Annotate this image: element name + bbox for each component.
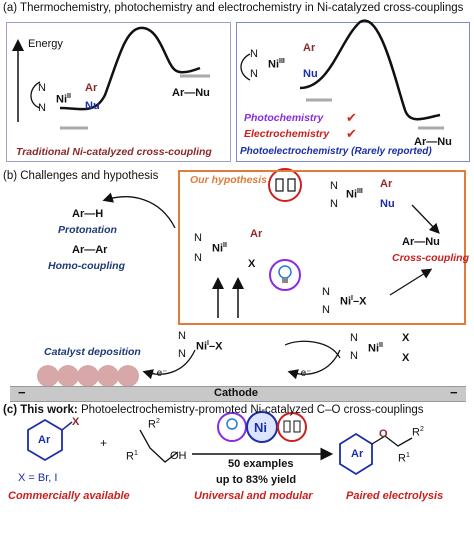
cathode-minus-right: − [450,385,458,400]
energy-curve-photo [299,19,441,121]
ni2-n2: N [350,350,358,362]
n-label-left-2: N [38,102,46,114]
r1-product: R1 [398,452,410,465]
center-ar: Ar [250,228,263,240]
bottom-ni2-x2: X [402,352,410,364]
caption-traditional: Traditional Ni-catalyzed cross-coupling [16,146,212,158]
bottom-ni2: NiII [368,342,383,355]
ni-badge-label: Ni [254,420,267,435]
section-b-title: (b) Challenges and hypothesis [3,170,159,182]
ligand-left [30,81,41,109]
oh-label: OH [170,450,187,462]
product-left: Ar—Nu [172,87,210,99]
ni2-n1: N [350,332,358,344]
photo-badge [269,259,301,291]
alcohol-skeleton [139,429,179,463]
center-n1: N [194,232,202,244]
n-label-left: N [38,82,46,94]
catalyst-deposition-label: Catalyst deposition [44,346,141,358]
lower-n1: N [322,286,330,298]
ni1-n2: N [178,348,186,360]
lower-n2: N [322,304,330,316]
ni-label-left: NiII [56,93,71,106]
x-definition: X = Br, I [18,472,58,484]
check-icon-photo: ✔ [346,110,357,125]
nu-right: Nu [303,68,318,80]
arrow-electron-2 [287,349,341,380]
yield-label: up to 83% yield [216,474,297,486]
check-icon-electro: ✔ [346,126,357,141]
r2-alcohol: R2 [148,418,160,431]
upper-ar: Ar [380,178,393,190]
universal-label: Universal and modular [194,490,313,502]
nu-left: Nu [85,100,100,112]
electron-label-1: + e⁻ [148,368,168,379]
section-c-title: (c) This work: Photoelectrochemistry-pro… [3,404,424,416]
electro-badge-c [277,412,307,442]
ar-right: Ar [303,42,316,54]
center-x: X [248,258,256,270]
electro-badge [268,168,302,202]
cross-coupling-label: Cross-coupling [392,252,470,264]
ni-label-right: NiIII [268,58,285,71]
photoelectro-label: Photoelectrochemistry (Rarely reported) [240,146,432,157]
electrochemistry-label: Electrochemistry [244,128,330,140]
product-right: Ar—Nu [414,136,452,148]
upper-ni: NiIII [346,188,363,201]
upper-n2: N [330,198,338,210]
ar-ar-label: Ar—Ar [72,244,108,256]
bottom-ni2-x1: X [402,332,410,344]
hypothesis-box [178,170,466,325]
panel-traditional [6,22,231,162]
lower-ni: NiI–X [340,295,367,308]
n-label-right-2: N [250,68,258,80]
ni1-n1: N [178,330,186,342]
r1-alcohol: R1 [126,450,138,463]
ar-left: Ar [85,82,98,94]
arrow-to-product [411,204,440,234]
center-n2: N [194,252,202,264]
upper-nu: Nu [380,198,395,210]
electron-label-2: + e⁻ [292,368,312,379]
x-c: X [72,416,80,428]
protonation-label: Protonation [58,224,117,236]
arrow-side-reactions [102,192,176,229]
plus-sign: + [100,436,108,450]
energy-label: Energy [28,38,63,50]
ar-c: Ar [38,434,51,446]
cathode-label: Cathode [214,387,258,399]
product-b: Ar—Nu [402,236,440,248]
upper-n1: N [330,180,338,192]
n-label-right: N [250,48,258,60]
homocoupling-label: Homo-coupling [48,260,125,272]
ar-product: Ar [351,448,364,460]
ligand-right [240,53,251,81]
ether-skeleton [371,435,413,447]
commercial-label: Commercially available [8,490,130,502]
photo-badge-c [217,412,247,442]
ar-h-label: Ar—H [72,208,104,220]
paired-label: Paired electrolysis [346,490,444,502]
energy-curve-traditional [59,26,201,111]
catalyst-deposits [37,365,139,387]
cathode-minus-left: − [18,385,26,400]
arrow-electron-1 [142,349,196,380]
bottom-ni1: NiI–X [196,340,223,353]
cathode-bar [10,386,466,402]
r2-product: R2 [412,426,424,439]
photochemistry-label: Photochemistry [244,112,324,124]
arrow-ni1-to-ni2 [284,340,341,359]
hypothesis-title: Our hypothesis [190,174,268,186]
panel-photo-electro [236,22,470,162]
arrow-from-ni1 [389,268,433,296]
examples-label: 50 examples [228,458,294,470]
center-ni: NiII [212,242,227,255]
o-product: O [379,428,388,440]
section-a-title: (a) Thermochemistry, photochemistry and … [3,2,464,14]
